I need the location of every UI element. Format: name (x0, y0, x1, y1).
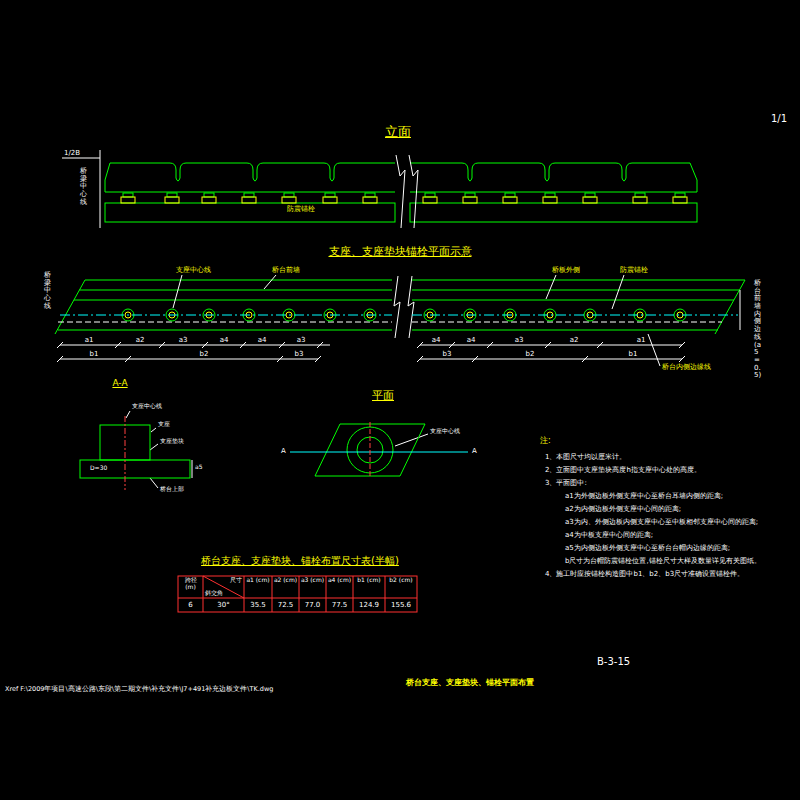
drawing-label: a4 (432, 336, 441, 344)
drawing-label: 支座垫块 (160, 438, 184, 445)
drawing-label: 立面 (385, 125, 411, 140)
drawing-label: a1 (85, 336, 94, 344)
drawing-label: 桥台上部 (160, 486, 184, 493)
drawing-label: a2 (136, 336, 145, 344)
drawing-label: a1 (637, 336, 646, 344)
drawing-label: a3 (179, 336, 188, 344)
drawing-label: b2 (526, 350, 535, 358)
drawing-label: 支座中心线 (132, 403, 162, 410)
drawing-label: b3 (295, 350, 304, 358)
drawing-label: a3 (297, 336, 306, 344)
drawing-label: a2为内侧边板外侧支座中心间的距离; (565, 505, 681, 513)
drawing-label: a5 (195, 464, 203, 471)
drawing-label: 支座、支座垫块锚栓平面示意 (329, 246, 472, 259)
drawing-label: 77.0 (305, 601, 321, 609)
drawing-label: 1/2B (64, 149, 80, 157)
drawing-label: 1、本图尺寸均以厘米计。 (545, 453, 626, 461)
drawing-label: 1/1 (771, 113, 787, 125)
drawing-label: Xref F:\2009年项目\高速公路\东段\第二期文件\补充文件\J7+49… (5, 686, 273, 693)
drawing-label: 斜交角 (205, 590, 223, 597)
drawing-label: 尺寸 (230, 577, 242, 584)
drawing-label: 72.5 (278, 601, 294, 609)
drawing-label: 155.6 (391, 601, 411, 609)
drawing-label: D=30 (90, 465, 107, 472)
drawing-label: a2 (570, 336, 579, 344)
drawing-label: 防震锚栓 (620, 266, 648, 274)
drawing-label: b2 (200, 350, 209, 358)
drawing-label: 平面 (372, 390, 394, 403)
drawing-label: b3 (443, 350, 452, 358)
drawing-label: a4 (220, 336, 229, 344)
drawing-label: b尺寸为台帽防震锚栓位置,锚栓尺寸大样及数量详见有关图纸。 (565, 557, 761, 565)
drawing-label: 30° (217, 601, 229, 609)
drawing-label: 支座中心线 (430, 428, 460, 435)
drawing-label: 桥台前墙内侧边线(a5=0.5) (754, 280, 761, 380)
drawing-label: 3、平面图中: (545, 479, 587, 487)
drawing-label: 6 (188, 601, 192, 609)
drawing-label: 桥板外侧 (552, 266, 580, 274)
drawing-label: 4、施工时应按锚栓构造图中b1、b2、b3尺寸准确设置锚栓件。 (545, 570, 744, 578)
drawing-label: 注: (540, 436, 551, 445)
drawing-label: a1为外侧边板外侧支座中心至桥台耳墙内侧的距离; (565, 492, 723, 500)
drawing-label: 桥梁中心线 (44, 272, 51, 310)
drawing-label: a3为内、外侧边板内侧支座中心至中板相邻支座中心间的距离; (565, 518, 758, 526)
drawing-label: 支座 (158, 421, 170, 428)
drawing-label: b1 (90, 350, 99, 358)
drawing-label: 124.9 (359, 601, 379, 609)
drawing-label: b1 (cm) (354, 577, 384, 584)
drawing-label: 35.5 (250, 601, 266, 609)
drawing-label: 77.5 (332, 601, 348, 609)
drawing-label: A (472, 447, 477, 455)
drawing-label: a3 (cm) (300, 577, 326, 584)
drawing-label: a4为中板支座中心间的距离; (565, 531, 653, 539)
sheet-title: 桥台支座、支座垫块、锚栓平面布置 (406, 678, 534, 687)
drawing-label: 防震锚栓 (287, 205, 315, 213)
drawing-label: 跨径 (m) (179, 577, 202, 591)
drawing-label: a2 (cm) (273, 577, 299, 584)
drawing-label: 桥台内侧边缘线 (662, 363, 711, 371)
drawing-label: A-A (112, 378, 127, 388)
drawing-label: b1 (629, 350, 638, 358)
drawing-label: A (281, 447, 286, 455)
drawing-label: a4 (467, 336, 476, 344)
drawing-label: 桥台支座、支座垫块、锚栓布置尺寸表(半幅) (201, 555, 399, 567)
drawing-label: 支座中心线 (176, 266, 211, 274)
drawing-label: 桥台前墙 (272, 266, 300, 274)
drawing-label: 2、立面图中支座垫块高度h指支座中心处的高度。 (545, 466, 701, 474)
drawing-label: a4 (258, 336, 267, 344)
drawing-label: b2 (cm) (386, 577, 416, 584)
drawing-label: a1 (cm) (245, 577, 271, 584)
drawing-label: B-3-15 (597, 656, 630, 668)
drawing-label: a4 (cm) (327, 577, 353, 584)
drawing-label: a3 (515, 336, 524, 344)
drawing-label: a5为内侧边板外侧支座中心至桥台台帽内边缘的距离; (565, 544, 730, 552)
drawing-label: 桥梁中心线 (80, 168, 87, 206)
